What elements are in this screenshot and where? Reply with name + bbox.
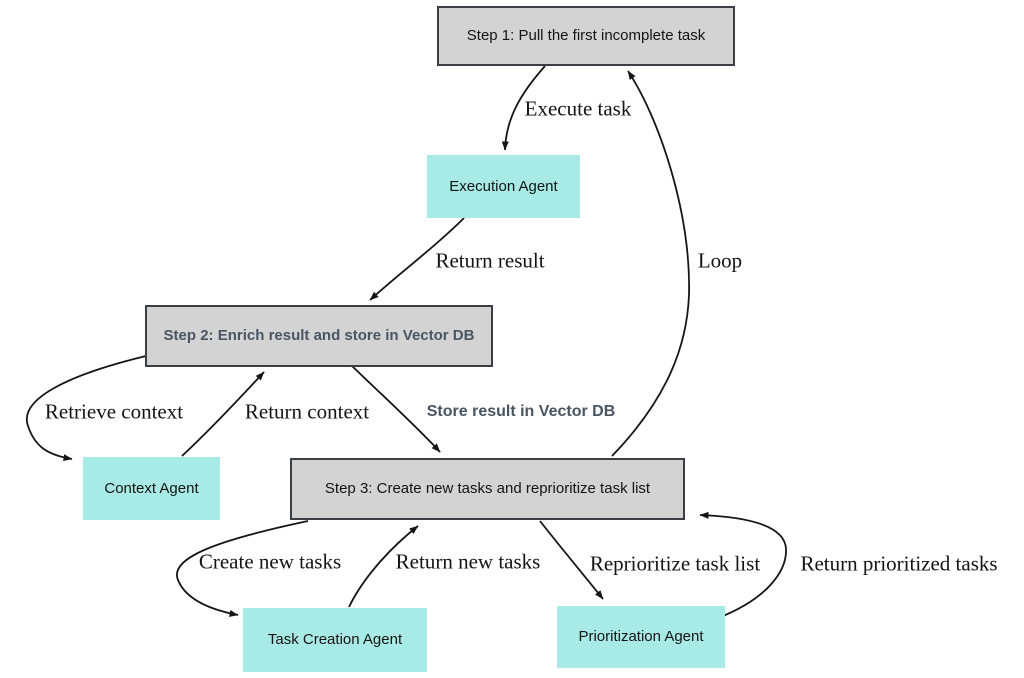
edge-label-loop: Loop [697, 248, 743, 273]
arrow-loop [611, 70, 690, 457]
node-prioritization-agent: Prioritization Agent [557, 606, 725, 668]
node-execution-agent: Execution Agent [427, 155, 580, 218]
edge-label-retrieve-context: Retrieve context [44, 399, 184, 424]
node-context-agent: Context Agent [83, 457, 220, 520]
node-task-creation-agent: Task Creation Agent [243, 608, 427, 672]
edge-label-return-new-tasks: Return new tasks [395, 549, 541, 574]
edge-label-execute-task: Execute task [524, 96, 632, 121]
edge-label-store-result: Store result in Vector DB [426, 403, 616, 420]
node-step3: Step 3: Create new tasks and reprioritiz… [290, 458, 685, 520]
node-step1: Step 1: Pull the first incomplete task [437, 6, 735, 66]
edge-label-reprioritize-task-list: Reprioritize task list [589, 551, 761, 576]
edge-label-return-prioritized-tasks: Return prioritized tasks [800, 551, 998, 576]
node-step2: Step 2: Enrich result and store in Vecto… [145, 305, 493, 367]
edge-label-return-result: Return result [435, 248, 545, 273]
edge-label-return-context: Return context [244, 399, 370, 424]
edge-label-create-new-tasks: Create new tasks [198, 549, 342, 574]
